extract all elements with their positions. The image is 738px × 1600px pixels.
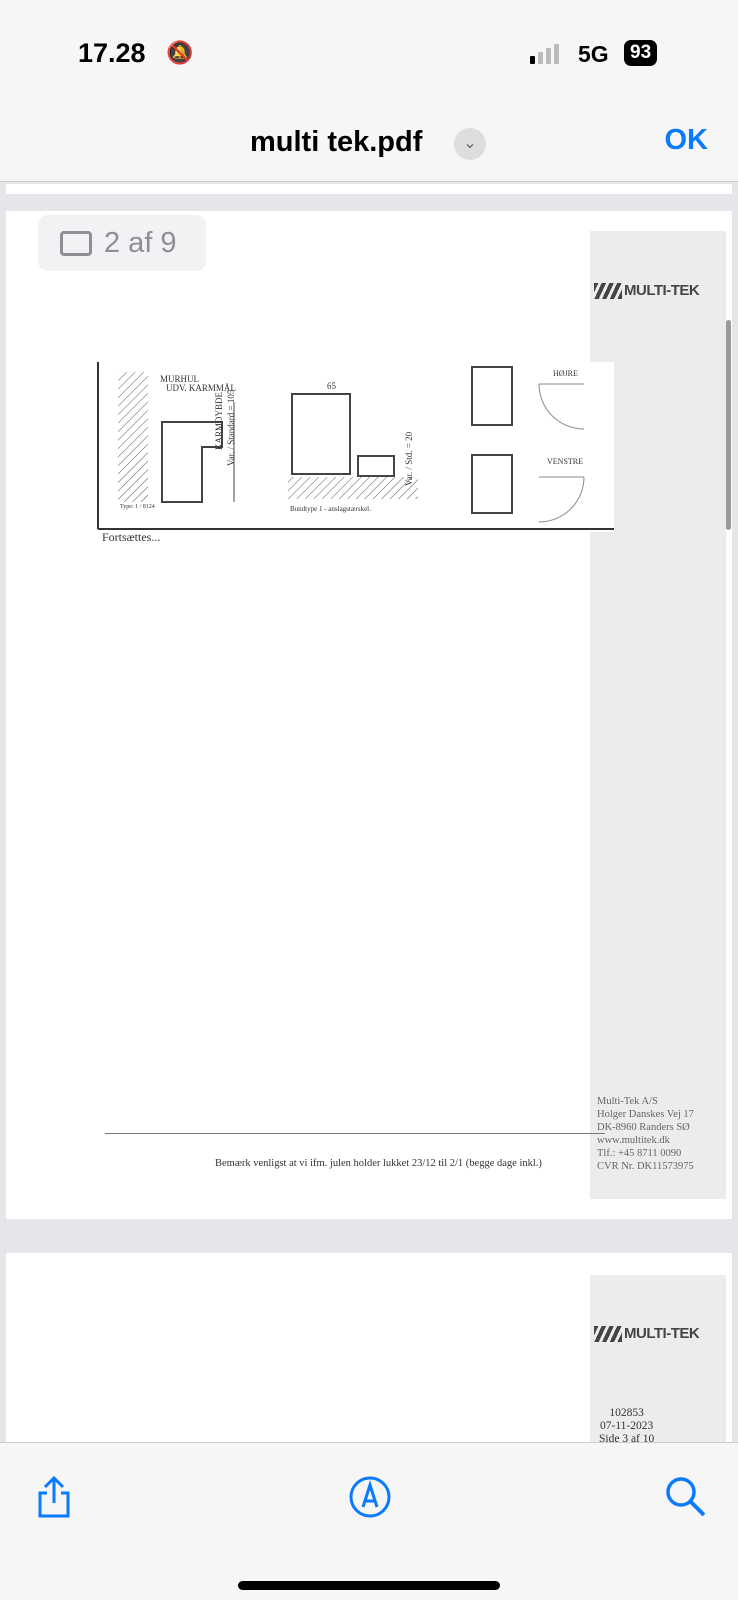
footer-rule	[105, 1133, 605, 1134]
chevron-down-icon[interactable]: ⌄	[454, 128, 486, 160]
done-button[interactable]: OK	[664, 124, 709, 156]
document-date: 07-11-2023	[600, 1420, 654, 1432]
clock: 17.28	[78, 38, 146, 68]
address-line: CVR Nr. DK11573975	[597, 1161, 694, 1172]
address-line: Holger Danskes Vej 17	[597, 1109, 694, 1120]
search-icon[interactable]	[664, 1475, 708, 1519]
document-reference: 102853 07-11-2023 Side 3 af 10	[599, 1407, 654, 1446]
cellular-signal-icon	[530, 44, 559, 64]
address-line: DK-8960 Randers SØ	[597, 1122, 690, 1133]
home-indicator[interactable]	[238, 1581, 500, 1590]
address-line: Tlf.: +45 8711 0090	[597, 1148, 682, 1159]
label-standard: Var. / Standard = 105	[226, 389, 236, 466]
label-bundtype: Bundtype 1 - anslagstærskel.	[290, 505, 371, 513]
pdf-page-1-bottom	[6, 184, 732, 194]
navigation-bar: multi tek.pdf ⌄ OK	[0, 110, 738, 182]
door-frame-diagram	[94, 362, 614, 532]
markup-pen-icon[interactable]	[348, 1475, 392, 1519]
label-type: Type: 1 / 8124	[120, 504, 155, 510]
bottom-toolbar	[0, 1442, 738, 1600]
page-count: 2 af 9	[104, 227, 177, 259]
holiday-notice: Bemærk venligst at vi ifm. julen holder …	[215, 1158, 542, 1169]
status-bar: 17.28 🔕 5G 93	[0, 0, 738, 110]
label-std: Var. / Std. = 20	[404, 431, 414, 486]
pdf-page-3	[6, 1253, 732, 1455]
share-icon[interactable]	[34, 1475, 74, 1519]
continued-text: Fortsættes...	[102, 530, 161, 544]
multitek-logo: MULTI-TEK	[594, 282, 700, 300]
label-murhul: MURHUL	[160, 374, 200, 384]
label-venstre: VENSTRE	[547, 457, 583, 466]
label-hojre: HØJRE	[553, 369, 578, 378]
label-karmdybde: KARMDYBDE	[214, 391, 224, 450]
document-title[interactable]: multi tek.pdf	[250, 126, 423, 158]
page-indicator[interactable]: 2 af 9	[38, 215, 206, 271]
label-width: 65	[327, 381, 336, 391]
battery-indicator: 93	[624, 40, 658, 66]
address-line: Multi-Tek A/S	[597, 1096, 658, 1107]
letterhead-strip	[590, 1275, 726, 1455]
address-line: www.multitek.dk	[597, 1135, 670, 1146]
scrollbar[interactable]	[726, 320, 731, 530]
multitek-logo: MULTI-TEK	[594, 1325, 700, 1343]
label-karmmaal: UDV. KARMMÅL	[166, 383, 236, 393]
bell-slash-icon: 🔕	[166, 40, 194, 65]
company-address: Multi-Tek A/S Holger Danskes Vej 17 DK-8…	[597, 1095, 694, 1173]
reference-number: 102853	[609, 1407, 644, 1419]
sidebar-icon	[60, 231, 92, 256]
network-type: 5G	[578, 41, 609, 67]
